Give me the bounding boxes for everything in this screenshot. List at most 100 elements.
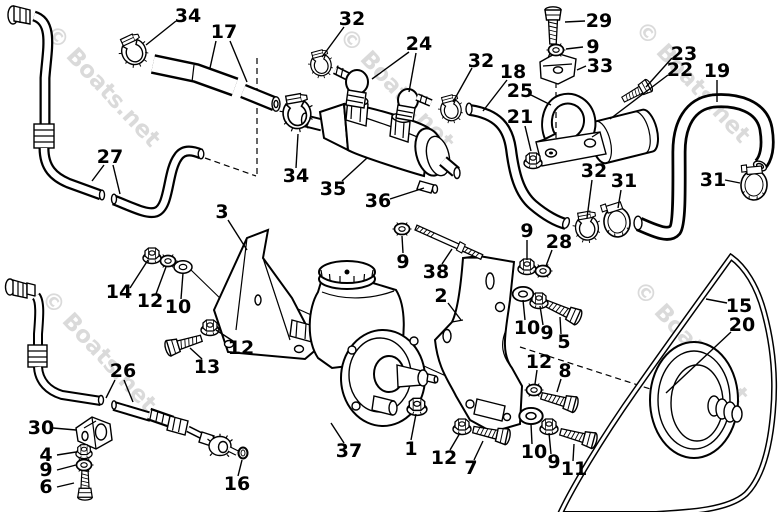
leader-line bbox=[665, 331, 732, 394]
part-number-label: 6 bbox=[39, 476, 52, 498]
part-number-label: 11 bbox=[561, 458, 587, 480]
callout-27: 27 bbox=[91, 146, 123, 195]
part-number-label: 16 bbox=[224, 473, 250, 495]
leader-line bbox=[105, 379, 116, 399]
leader-line bbox=[522, 299, 526, 321]
callout-10: 10 bbox=[165, 272, 191, 318]
part-number-label: 19 bbox=[704, 60, 730, 82]
callout-36: 36 bbox=[365, 187, 425, 212]
part-number-label: 12 bbox=[137, 290, 163, 312]
callout-23: 23 bbox=[645, 43, 697, 88]
belt-15 bbox=[557, 252, 778, 512]
callout-29: 29 bbox=[564, 10, 612, 32]
leader-line bbox=[129, 259, 149, 289]
elbow-fitting-24a bbox=[332, 65, 369, 109]
part-number-label: 14 bbox=[106, 281, 132, 303]
leader-line bbox=[112, 164, 121, 195]
pump-37 bbox=[308, 260, 439, 427]
steel-line-top-left bbox=[7, 5, 106, 201]
leader-line bbox=[452, 67, 473, 103]
callout-1: 1 bbox=[404, 413, 418, 460]
hose-17 bbox=[150, 54, 281, 112]
clamp-30 bbox=[75, 416, 113, 450]
pulley-20 bbox=[649, 341, 743, 459]
leader-line bbox=[645, 57, 673, 88]
part-number-label: 9 bbox=[39, 459, 52, 481]
clamp-icon bbox=[304, 47, 338, 82]
leader-line bbox=[295, 133, 299, 169]
part-number-label: 28 bbox=[546, 231, 572, 253]
leader-line bbox=[441, 248, 453, 265]
callout-30: 30 bbox=[28, 417, 77, 439]
leader-line bbox=[447, 302, 462, 321]
nut-icon bbox=[406, 397, 428, 417]
bolt-icon bbox=[77, 465, 93, 501]
part-number-label: 33 bbox=[587, 55, 613, 77]
leader-line bbox=[56, 482, 75, 488]
leader-line bbox=[724, 179, 741, 184]
callout-9: 9 bbox=[539, 305, 554, 344]
elbow-fitting-24b bbox=[395, 88, 433, 122]
part-number-label: 29 bbox=[586, 10, 612, 32]
callout-3: 3 bbox=[215, 201, 248, 251]
part-number-label: 30 bbox=[28, 417, 54, 439]
part-number-label: 12 bbox=[526, 351, 552, 373]
washer-icon bbox=[511, 286, 535, 302]
part-number-label: 1 bbox=[404, 438, 417, 460]
leader-line bbox=[227, 219, 248, 251]
callout-32: 32 bbox=[321, 8, 365, 58]
callout-33: 33 bbox=[576, 55, 613, 77]
bolt-icon bbox=[619, 77, 655, 107]
part-number-label: 37 bbox=[336, 440, 362, 462]
part-number-label: 25 bbox=[507, 80, 533, 102]
bolt-icon bbox=[538, 387, 581, 414]
callout-6: 6 bbox=[39, 476, 75, 498]
leader-line bbox=[534, 369, 538, 385]
stud-icon bbox=[413, 223, 485, 262]
callout-35: 35 bbox=[320, 157, 368, 200]
callout-38: 38 bbox=[423, 248, 453, 283]
leader-line bbox=[530, 423, 533, 445]
leader-line bbox=[556, 378, 562, 393]
part-number-label: 34 bbox=[283, 165, 309, 187]
callout-15: 15 bbox=[705, 295, 752, 317]
callout-17: 17 bbox=[209, 21, 248, 83]
part-number-label: 9 bbox=[586, 36, 599, 58]
leader-line bbox=[576, 65, 587, 71]
bolt-icon bbox=[544, 6, 562, 45]
callout-8: 8 bbox=[556, 360, 572, 393]
leader-line bbox=[530, 94, 552, 106]
part-number-label: 4 bbox=[39, 444, 52, 466]
washer-icon bbox=[518, 406, 544, 426]
leader-line bbox=[330, 422, 345, 444]
part-number-label: 24 bbox=[406, 33, 432, 55]
callout-24: 24 bbox=[371, 33, 432, 93]
part-number-label: 21 bbox=[507, 106, 533, 128]
clamp-icon bbox=[112, 29, 155, 74]
part-number-label: 12 bbox=[228, 337, 254, 359]
part-number-label: 9 bbox=[547, 451, 560, 473]
callout-9: 9 bbox=[396, 235, 410, 273]
leader-line bbox=[229, 40, 248, 83]
bolt-icon bbox=[162, 329, 205, 358]
callout-9: 9 bbox=[547, 432, 561, 473]
leader-line bbox=[215, 329, 234, 342]
callout-10: 10 bbox=[521, 423, 547, 463]
nut-icon bbox=[452, 418, 472, 436]
leader-line bbox=[617, 189, 622, 209]
part-number-label: 38 bbox=[423, 261, 449, 283]
part-number-label: 26 bbox=[110, 360, 136, 382]
part-number-label: 15 bbox=[726, 295, 752, 317]
callout-7: 7 bbox=[464, 440, 484, 479]
callout-37: 37 bbox=[330, 422, 362, 462]
leader-line bbox=[145, 20, 177, 46]
callout-14: 14 bbox=[106, 259, 149, 303]
part-number-label: 8 bbox=[558, 360, 571, 382]
leader-line bbox=[408, 52, 417, 93]
callout-12: 12 bbox=[215, 329, 254, 359]
part-number-label: 34 bbox=[175, 5, 201, 27]
nut-icon bbox=[75, 444, 93, 460]
nut-icon bbox=[142, 247, 162, 265]
